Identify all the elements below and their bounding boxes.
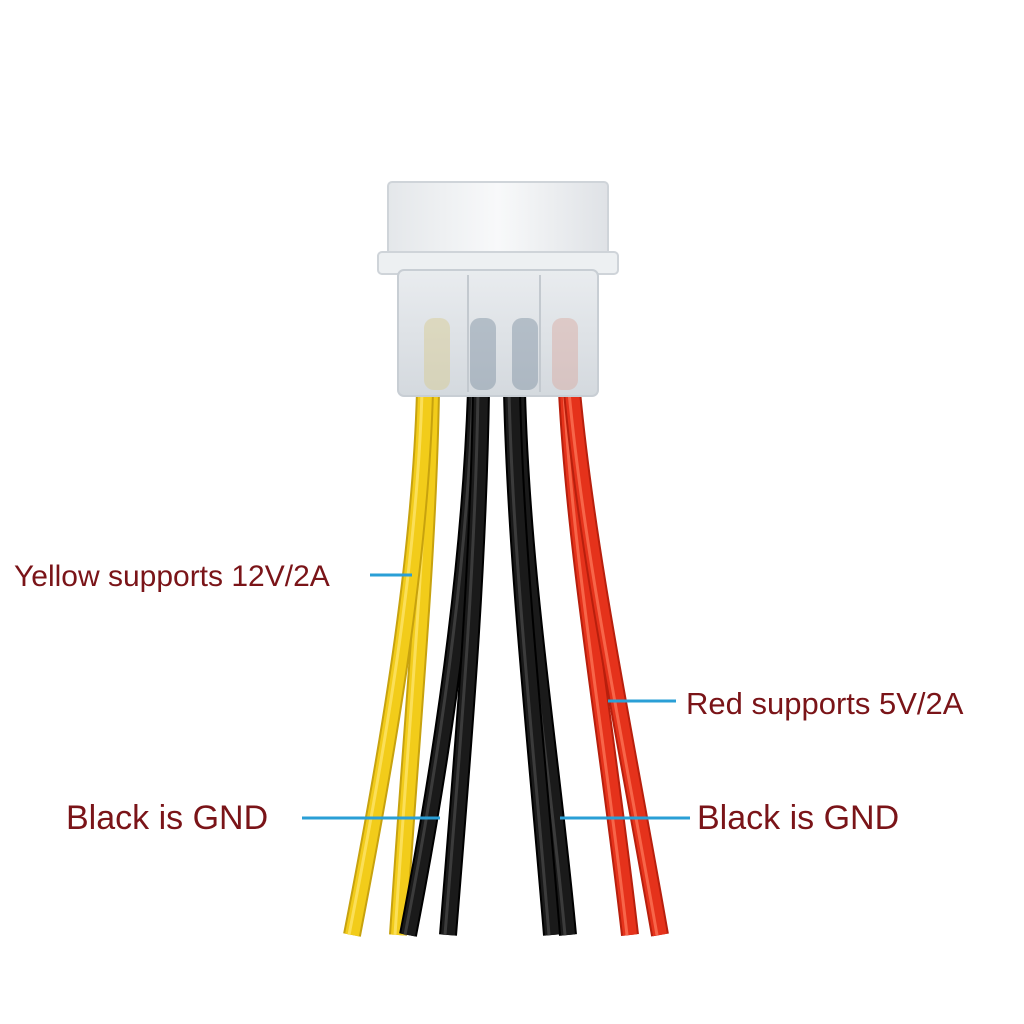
red-wire [558, 391, 669, 937]
label-yellow-12v: Yellow supports 12V/2A [14, 560, 330, 593]
black-wire [399, 391, 490, 937]
molex-connector [377, 181, 619, 397]
black-wire [503, 391, 577, 936]
label-red-5v: Red supports 5V/2A [686, 686, 964, 721]
wire-bundle [343, 391, 669, 937]
yellow-wire [343, 391, 440, 937]
label-black-gnd-right: Black is GND [697, 799, 900, 837]
leader-lines [302, 573, 690, 820]
label-black-gnd-left: Black is GND [66, 799, 269, 837]
